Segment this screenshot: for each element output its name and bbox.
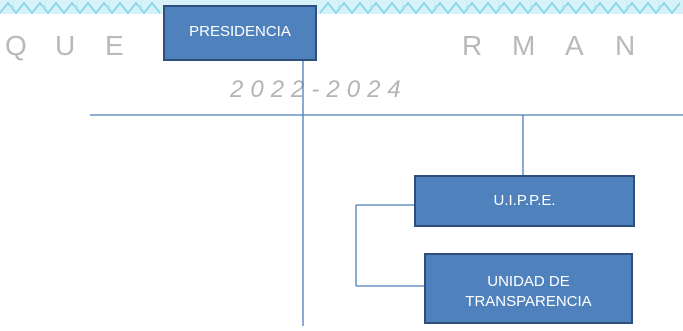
background-watermark: Q U E R M A N bbox=[0, 30, 683, 90]
uippe-label: U.I.P.P.E. bbox=[493, 192, 556, 209]
uippe-box: U.I.P.P.E. bbox=[414, 175, 635, 227]
years-watermark: 2022-2024 bbox=[230, 76, 408, 103]
watermark-letter: E bbox=[105, 30, 124, 61]
presidencia-label: PRESIDENCIA bbox=[189, 23, 291, 40]
watermark-letter: N bbox=[615, 30, 636, 61]
watermark-letter: M bbox=[512, 30, 536, 61]
transparencia-label-line1: UNIDAD DE bbox=[487, 272, 570, 290]
watermark-letter: R bbox=[462, 30, 483, 61]
presidencia-box: PRESIDENCIA bbox=[163, 5, 317, 61]
watermark-letter: Q bbox=[5, 30, 27, 61]
watermark-letter: U bbox=[55, 30, 76, 61]
transparencia-label-line2: TRANSPARENCIA bbox=[465, 292, 592, 310]
transparencia-box: UNIDAD DE TRANSPARENCIA bbox=[424, 253, 633, 324]
watermark-letter: A bbox=[565, 30, 584, 61]
